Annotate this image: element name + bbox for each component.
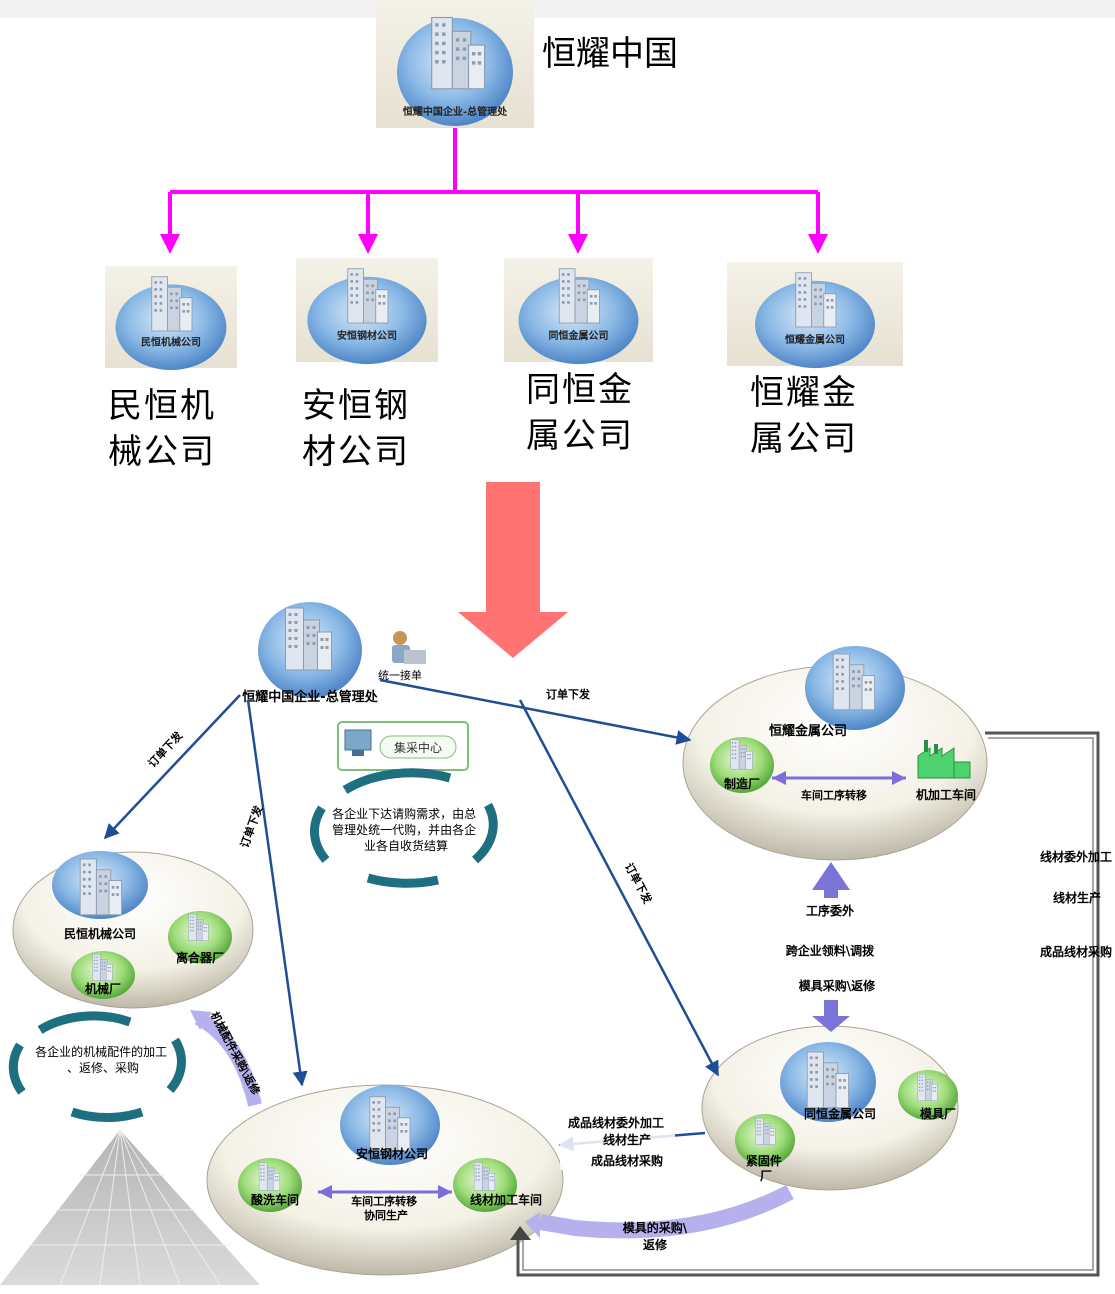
anheng-transfer: 车间工序转移 协同生产	[351, 1194, 421, 1222]
cycle-arrows-procurement	[310, 768, 498, 888]
company-name-line: 恒耀金	[750, 373, 858, 413]
factory-icon	[917, 740, 971, 779]
right-side-l1: 线材委外加工	[1040, 849, 1112, 864]
pickling-label: 酸洗车间	[251, 1192, 299, 1207]
header-wash	[0, 0, 1115, 18]
mold-purchase-l2: 返修	[643, 1237, 668, 1252]
order-arrows	[103, 678, 720, 1152]
mold-purchase-l1: 模具的采购\	[623, 1220, 688, 1235]
right-side-l2: 线材生产	[1053, 890, 1101, 905]
procurement-center: 集采中心	[337, 721, 469, 771]
anheng-label: 安恒钢材公司	[356, 1146, 428, 1161]
company-name-line: 安恒钢	[302, 386, 410, 426]
wire-flow-l2: 线材生产	[603, 1132, 651, 1147]
hq-card: 恒耀中国企业-总管理处	[376, 0, 534, 128]
company-card-label: 同恒金属公司	[549, 329, 609, 342]
computer-icon	[344, 729, 372, 751]
unified-order-label: 统一接单	[378, 669, 422, 682]
minheng-label: 民恒机械公司	[64, 926, 136, 941]
company-name-line: 属公司	[750, 419, 858, 459]
hengyao-label: 恒耀金属公司	[769, 723, 847, 739]
procurement-desc: 各企业下达请购需求，由总 管理处统一代购，并由各企 业各自收货结算	[332, 806, 480, 853]
company-card-label: 民恒机械公司	[141, 336, 201, 349]
middle-arrow-l1: 工序委外	[806, 903, 854, 918]
order-dispatch-4: 订单下发	[546, 687, 591, 701]
tongheng-node: 同恒金属公司 模具厂 紧固件 厂	[701, 1025, 959, 1191]
hierarchy-connectors	[160, 128, 828, 254]
pyramid-decoration	[0, 1129, 260, 1286]
procurement-center-label: 集采中心	[394, 740, 442, 755]
wire-label: 线材加工车间	[470, 1192, 542, 1207]
company-card-label: 恒耀金属公司	[785, 333, 845, 346]
company-name-line: 民恒机	[108, 386, 216, 426]
right-loop-arrowhead	[510, 1226, 531, 1240]
middle-arrow-l3: 模具采购\返修	[799, 978, 876, 993]
company-cards: 民恒机械公司民恒机械公司安恒钢材公司安恒钢材公司同恒金属公司同恒金属公司恒耀金属…	[105, 258, 903, 472]
company-name-line: 同恒金	[526, 370, 634, 410]
hq-title: 恒耀中国	[542, 34, 678, 74]
workshop-label: 机加工车间	[916, 787, 976, 802]
company-name-line: 械公司	[108, 432, 216, 472]
right-loop-connector	[516, 731, 1100, 1277]
person-icon	[392, 631, 426, 664]
machinery-desc: 各企业的机械配件的加工 、返修、采购	[35, 1044, 171, 1075]
hq-node: 恒耀中国企业-总管理处	[242, 602, 379, 705]
transfer-label: 车间工序转移	[801, 788, 867, 802]
company-card-label: 安恒钢材公司	[337, 329, 397, 342]
hengyao-node: 恒耀金属公司 制造厂 机加工车间 车间工序转移	[682, 646, 988, 861]
wire-flow-l1: 成品线材委外加工	[568, 1115, 664, 1130]
factory-label: 制造厂	[724, 776, 760, 791]
tongheng-label: 同恒金属公司	[804, 1106, 876, 1121]
right-side-l3: 成品线材采购	[1040, 944, 1112, 959]
mold-purchase-arrow	[525, 1184, 794, 1239]
parts-purchase-arrow	[190, 1010, 262, 1107]
clutch-label: 离合器厂	[176, 950, 224, 965]
hq-node-label: 恒耀中国企业-总管理处	[242, 689, 378, 705]
mold-label: 模具厂	[920, 1106, 956, 1121]
machinery-label: 机械厂	[85, 981, 121, 996]
cycle-arrows-machinery	[8, 1011, 186, 1123]
wire-flow-bg	[560, 1112, 675, 1170]
company-name-line: 属公司	[526, 416, 634, 456]
middle-label-bg	[770, 898, 895, 1000]
anheng-node: 安恒钢材公司 酸洗车间 线材加工车间 车间工序转移 协同生产	[206, 1084, 564, 1276]
company-name-line: 材公司	[302, 432, 410, 472]
middle-arrow-l2: 跨企业领料\调拨	[786, 943, 875, 958]
wire-flow-l3: 成品线材采购	[591, 1153, 663, 1168]
big-down-arrow	[458, 482, 568, 658]
hq-card-label: 恒耀中国企业-总管理处	[403, 105, 508, 118]
minheng-node: 民恒机械公司 离合器厂 机械厂	[12, 851, 254, 1009]
fastener-label: 紧固件 厂	[746, 1153, 786, 1183]
